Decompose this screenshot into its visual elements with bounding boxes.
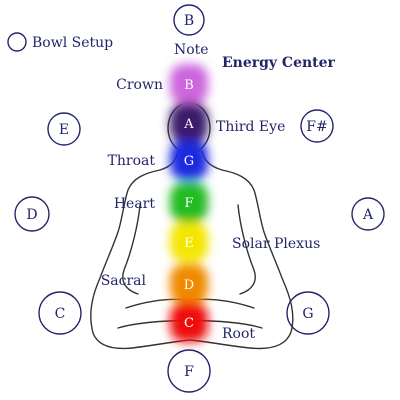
bowl-lower-right-note: G (302, 306, 313, 322)
chakra-glow-crown (170, 64, 208, 104)
chakra-note-solar-plexus: E (184, 236, 194, 251)
bowl-upper-right-note: F# (306, 119, 327, 135)
chakra-note-throat: G (184, 154, 194, 169)
bowl-top-note: B (184, 13, 194, 29)
bowl-left-note: D (26, 207, 37, 223)
energy-center-label-heart: Heart (114, 196, 156, 212)
chakra-glow-root (170, 302, 208, 342)
chakra-note-sacral: D (184, 278, 194, 293)
note-header: Note (174, 42, 209, 58)
chakra-note-third-eye: A (183, 117, 194, 132)
energy-center-label-crown: Crown (116, 77, 163, 93)
chakra-glow-column (170, 64, 208, 342)
bowl-lower-left-note: C (55, 306, 66, 322)
bowl-bottom-note: F (184, 364, 194, 380)
bowl-right: A (351, 197, 385, 231)
bowl-upper-left-note: E (59, 122, 69, 138)
bowl-left: D (14, 196, 50, 232)
bowl-right-note: A (362, 207, 374, 223)
energy-center-header: Energy Center (222, 55, 336, 71)
bowl-setup-label: Bowl Setup (32, 35, 113, 51)
bowl-upper-left: E (47, 112, 81, 146)
bowl-lower-left: C (38, 291, 82, 335)
energy-center-label-root: Root (222, 326, 255, 342)
bowl-setup-legend: Bowl Setup (7, 32, 113, 52)
chakra-glow-sacral (170, 264, 208, 304)
chakra-glow-solar-plexus (170, 222, 208, 262)
chakra-note-root: C (184, 316, 194, 331)
energy-center-label-throat: Throat (108, 153, 156, 169)
chakra-note-heart: F (184, 196, 193, 211)
energy-center-label-sacral: Sacral (101, 273, 147, 289)
bowl-top: B (173, 4, 205, 36)
chakra-note-letters: B A G F E D C (183, 78, 194, 331)
bowl-setup-circle-icon (7, 32, 27, 52)
energy-center-label-third-eye: Third Eye (216, 119, 285, 135)
bowl-bottom: F (167, 349, 211, 393)
energy-center-label-solar-plexus: Solar Plexus (232, 236, 320, 252)
chakra-glow-heart (170, 182, 208, 222)
bowl-upper-right: F# (300, 109, 334, 143)
bowl-lower-right: G (286, 291, 330, 335)
chakra-glow-throat (170, 140, 208, 180)
chakra-glow-third-eye (170, 103, 208, 143)
chakra-note-crown: B (184, 78, 194, 93)
